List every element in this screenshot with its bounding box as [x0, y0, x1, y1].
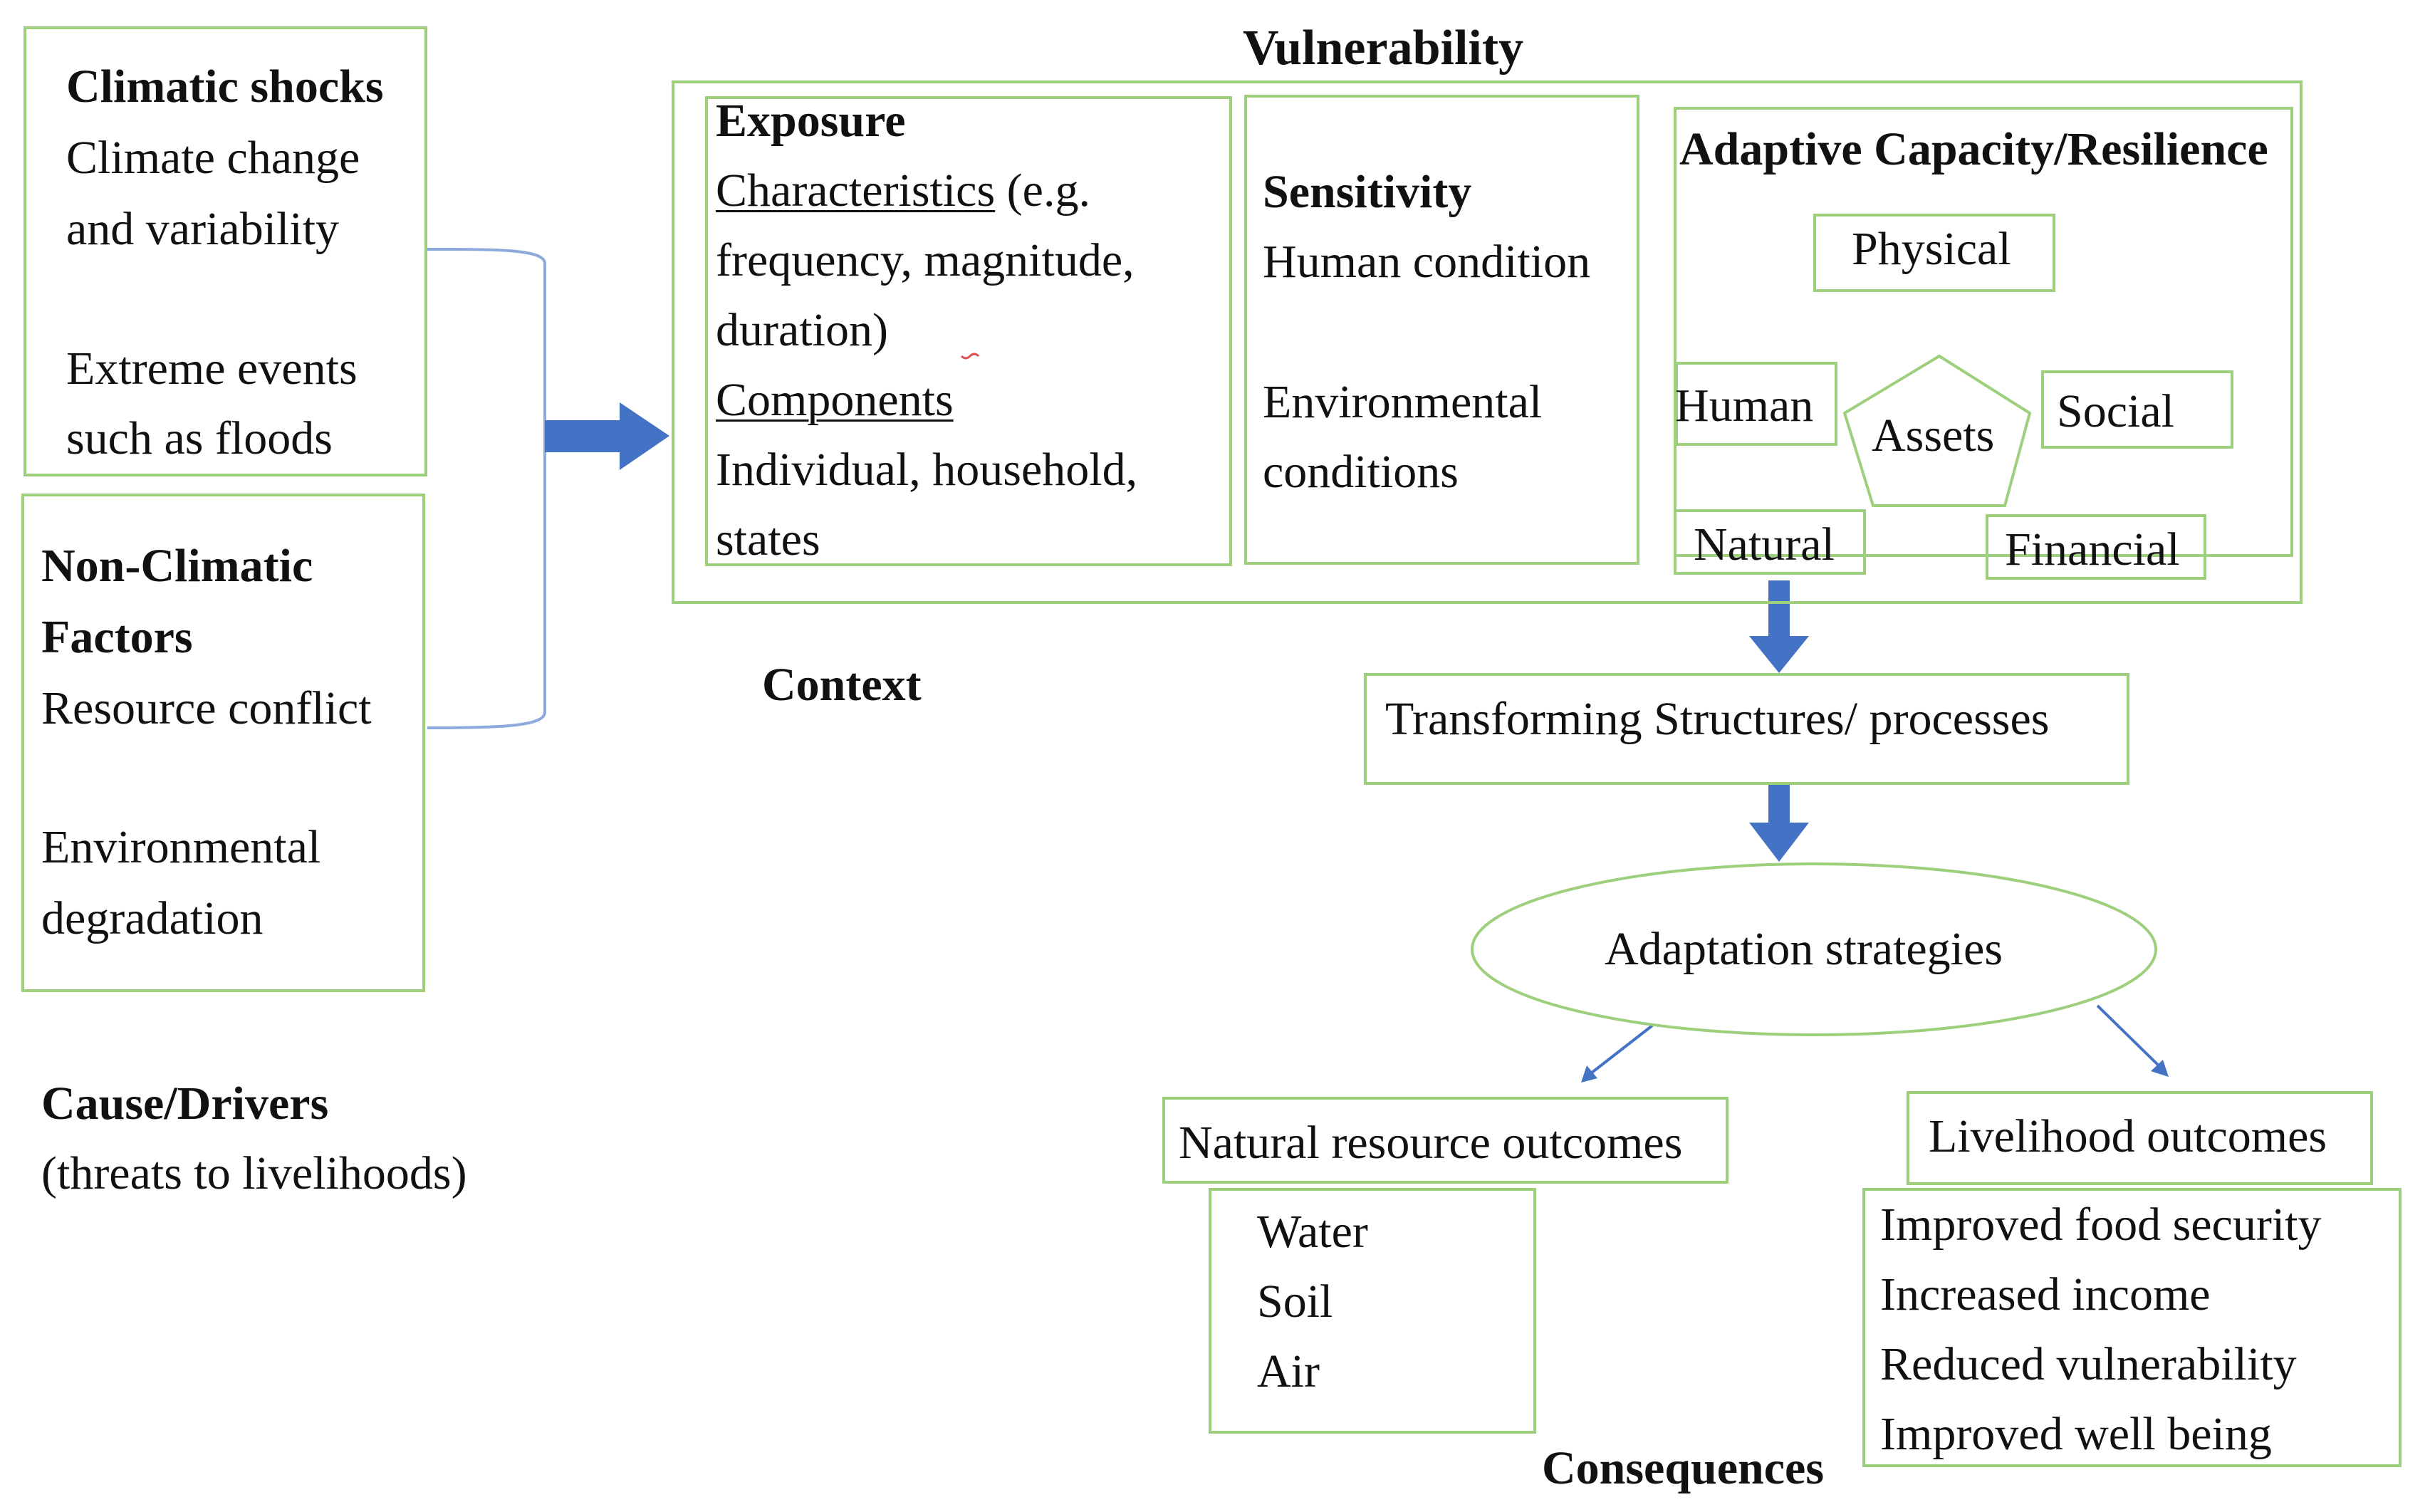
- adaptation-label: Adaptation strategies: [1605, 923, 2003, 975]
- non-climatic-line: Resource conflict: [41, 682, 372, 734]
- components-label: Components: [716, 374, 954, 426]
- transforming-box: [1364, 673, 2129, 785]
- climatic-shocks-line: such as floods: [66, 412, 333, 464]
- climatic-shocks-line: Extreme events: [66, 343, 358, 395]
- non-climatic-line: degradation: [41, 892, 264, 944]
- natural-label: Natural: [1694, 518, 1835, 570]
- social-box: [2041, 370, 2233, 449]
- climatic-shocks-line: Climate change: [66, 132, 360, 184]
- human-label: Human: [1675, 380, 1814, 432]
- sensitivity-box: [1244, 95, 1639, 565]
- livelihood-list-box: [1862, 1188, 2402, 1467]
- adaptive-title: Adaptive Capacity/Resilience: [1679, 123, 2268, 175]
- exposure-line: frequency, magnitude,: [716, 234, 1135, 286]
- vulnerability-title: Vulnerability: [1243, 21, 1524, 75]
- livelihood-title-box: [1907, 1091, 2373, 1185]
- exposure-line: duration): [716, 304, 888, 356]
- bracket-connector: [427, 248, 546, 729]
- consequences-label: Consequences: [1542, 1442, 1825, 1494]
- financial-label: Financial: [2005, 523, 2180, 575]
- context-label: Context: [762, 659, 922, 711]
- down-arrow-2: [1749, 783, 1809, 862]
- arrow-to-livelihood: [2096, 1004, 2163, 1070]
- sensitivity-line: Environmental: [1263, 376, 1543, 428]
- non-climatic-box: [21, 494, 425, 992]
- sensitivity-line: conditions: [1263, 446, 1459, 498]
- cause-title: Cause/Drivers: [41, 1078, 329, 1130]
- exposure-line: states: [716, 513, 820, 565]
- natural-outcomes-title-box: [1162, 1097, 1728, 1184]
- social-label: Social: [2057, 385, 2174, 437]
- livelihood-item: Increased income: [1880, 1268, 2211, 1320]
- natural-outcome-item: Air: [1257, 1345, 1320, 1397]
- non-climatic-title: Factors: [41, 611, 193, 663]
- sensitivity-title: Sensitivity: [1263, 166, 1472, 218]
- natural-box: [1674, 509, 1866, 575]
- physical-box: [1813, 214, 2055, 292]
- cause-subtitle: (threats to livelihoods): [41, 1147, 467, 1199]
- characteristics-label: Characteristics: [716, 165, 996, 217]
- climatic-shocks-line: and variability: [66, 203, 340, 255]
- transforming-label: Transforming Structures/ processes: [1385, 693, 2050, 745]
- climatic-shocks-box: [24, 26, 427, 476]
- sensitivity-line: Human condition: [1263, 236, 1591, 288]
- physical-label: Physical: [1852, 223, 2011, 275]
- non-climatic-line: Environmental: [41, 821, 321, 873]
- adaptation-ellipse: [1471, 862, 2157, 1036]
- exposure-title: Exposure: [716, 95, 906, 147]
- exposure-line: Individual, household,: [716, 444, 1138, 496]
- financial-box: [1986, 514, 2206, 580]
- natural-outcomes-list-box: [1209, 1188, 1536, 1434]
- adaptive-capacity-box: [1674, 107, 2293, 557]
- exposure-box: [705, 96, 1232, 566]
- down-arrow-1: [1749, 580, 1809, 673]
- livelihood-item: Improved food security: [1880, 1199, 2322, 1251]
- vulnerability-box: [672, 80, 2303, 604]
- climatic-shocks-title: Climatic shocks: [66, 61, 384, 113]
- assets-label: Assets: [1872, 410, 1995, 462]
- livelihood-item: Improved well being: [1880, 1408, 2272, 1460]
- characteristics-rest: (e.g.: [995, 165, 1090, 217]
- livelihood-title: Livelihood outcomes: [1929, 1110, 2327, 1162]
- arrow-to-natural: [1587, 1024, 1654, 1077]
- natural-outcome-item: Soil: [1257, 1276, 1333, 1328]
- right-arrow: [545, 402, 669, 470]
- non-climatic-title: Non-Climatic: [41, 540, 313, 592]
- natural-outcome-item: Water: [1257, 1206, 1368, 1258]
- livelihood-item: Reduced vulnerability: [1880, 1338, 2297, 1390]
- exposure-characteristics-line: Characteristics (e.g.: [716, 155, 1090, 226]
- natural-outcomes-title: Natural resource outcomes: [1179, 1117, 1683, 1169]
- human-box: [1675, 362, 1837, 446]
- assets-pentagon: [1842, 354, 2032, 507]
